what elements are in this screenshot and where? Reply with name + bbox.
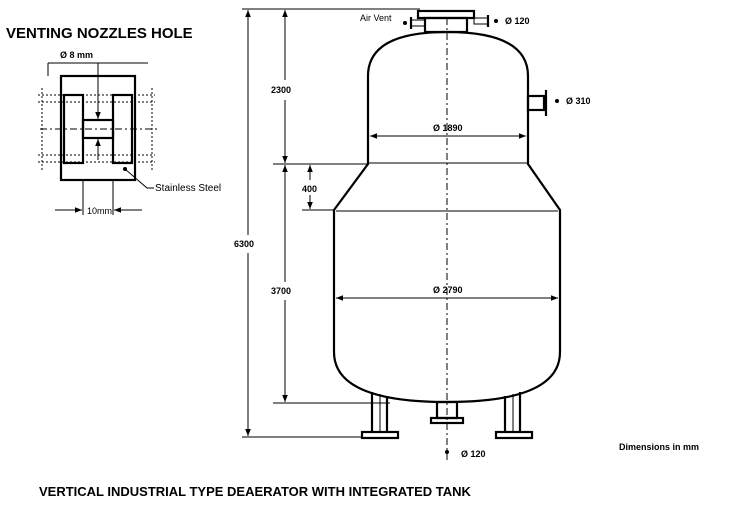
units-note: Dimensions in mm: [619, 442, 699, 452]
lower-height-label: 3700: [271, 286, 291, 296]
drawing-caption: VERTICAL INDUSTRIAL TYPE DEAERATOR WITH …: [39, 484, 472, 499]
lower-diameter-label: Ø 2790: [433, 285, 463, 295]
width-label: 10mm: [87, 206, 112, 216]
upper-diameter-label: Ø 1890: [433, 123, 463, 133]
material-label: Stainless Steel: [155, 183, 221, 194]
hole-diameter-label: Ø 8 mm: [60, 50, 93, 60]
vessel-shell: [332, 30, 562, 404]
top-right-nozzle: [473, 17, 489, 25]
detail-title: VENTING NOZZLES HOLE: [6, 25, 193, 42]
detail-hole: [81, 118, 115, 140]
total-height-label: 6300: [234, 239, 254, 249]
bottom-nozzle-label: Ø 120: [461, 449, 486, 459]
top-nozzle-label: Ø 120: [505, 16, 530, 26]
bottom-flange: [429, 416, 465, 425]
venting-nozzle-detail: VENTING NOZZLES HOLE Ø 8 mm 10mm Stain: [6, 25, 221, 216]
cone-height-label: 400: [302, 184, 317, 194]
deaerator-vessel: Air Vent Ø 120 Ø 310 Ø 1890 Ø 2790: [234, 8, 591, 460]
air-vent-label: Air Vent: [360, 13, 392, 23]
side-nozzle: [526, 94, 546, 112]
air-vent-nozzle: [410, 19, 426, 27]
top-nozzle: [423, 16, 469, 34]
side-nozzle-label: Ø 310: [566, 96, 591, 106]
upper-height-label: 2300: [271, 85, 291, 95]
support-legs: [360, 392, 534, 440]
